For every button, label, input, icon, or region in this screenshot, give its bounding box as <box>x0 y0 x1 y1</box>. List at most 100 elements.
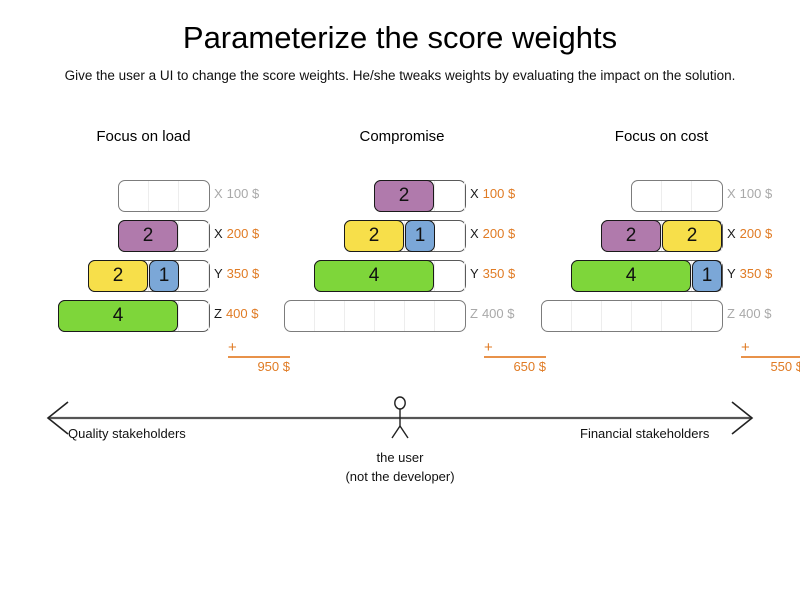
weight-slot[interactable] <box>179 181 209 211</box>
sum-plus-sign: + <box>741 339 750 356</box>
weight-chip[interactable]: 1 <box>692 260 722 292</box>
weight-chip-group[interactable]: 2 <box>118 220 179 252</box>
weight-track[interactable] <box>631 180 723 212</box>
weight-chip[interactable]: 1 <box>405 220 435 252</box>
row-cost: 200 $ <box>226 226 260 241</box>
row-cost: 350 $ <box>482 266 516 281</box>
sum-rule <box>484 356 546 358</box>
row-cost: 400 $ <box>225 306 259 321</box>
weight-chip-group[interactable]: 4 <box>58 300 179 332</box>
weight-chip[interactable]: 2 <box>374 180 434 212</box>
user-caption-line1: the user <box>376 450 424 465</box>
weight-slider[interactable]: 2 <box>374 180 466 212</box>
weight-chip[interactable]: 2 <box>601 220 661 252</box>
sum-plus-sign: + <box>484 339 493 356</box>
weight-chip-group[interactable]: 4 <box>314 260 435 292</box>
weight-slot[interactable] <box>692 301 722 331</box>
weight-slot[interactable] <box>662 181 692 211</box>
weight-slot[interactable] <box>315 301 345 331</box>
weight-slot[interactable] <box>692 181 722 211</box>
weight-slot[interactable] <box>632 301 662 331</box>
weight-track[interactable] <box>118 180 210 212</box>
weight-slot[interactable] <box>435 261 465 291</box>
weight-slider[interactable]: 4 <box>314 260 466 292</box>
row-key: Y <box>470 266 479 281</box>
weight-track[interactable] <box>284 300 466 332</box>
scenario-title: Compromise <box>359 128 445 145</box>
weight-slot[interactable] <box>375 221 405 251</box>
weight-slot[interactable] <box>285 301 315 331</box>
weight-slot[interactable] <box>119 181 149 211</box>
weight-slider[interactable] <box>118 180 210 212</box>
weight-slot[interactable] <box>662 301 692 331</box>
weight-slot[interactable] <box>119 261 149 291</box>
weight-slot[interactable] <box>179 261 209 291</box>
weight-slot[interactable] <box>405 181 435 211</box>
weight-chip[interactable]: 2 <box>118 220 178 252</box>
weight-chip[interactable]: 4 <box>571 260 691 292</box>
weight-slider[interactable] <box>631 180 723 212</box>
weight-chip-group[interactable]: 2 <box>374 180 435 212</box>
weight-slot[interactable] <box>405 301 435 331</box>
row-cost: 350 $ <box>739 266 773 281</box>
weight-slider[interactable]: 4 <box>58 300 210 332</box>
row-cost: 100 $ <box>739 186 773 201</box>
weight-slot[interactable] <box>435 221 465 251</box>
weight-slot[interactable] <box>345 301 375 331</box>
weight-chip[interactable]: 1 <box>149 260 179 292</box>
weight-slot[interactable] <box>435 181 465 211</box>
weight-track[interactable]: 2 <box>118 220 210 252</box>
weight-slot[interactable] <box>179 221 209 251</box>
weight-slot[interactable] <box>375 301 405 331</box>
weight-track[interactable] <box>541 300 723 332</box>
weight-slot[interactable] <box>542 301 572 331</box>
weight-slot[interactable] <box>149 221 179 251</box>
weight-slot[interactable] <box>632 221 662 251</box>
weight-chip[interactable]: 2 <box>662 220 722 252</box>
weight-slot[interactable] <box>149 181 179 211</box>
weight-slot[interactable] <box>602 301 632 331</box>
row-key: Y <box>214 266 223 281</box>
weight-chip[interactable]: 4 <box>58 300 178 332</box>
weight-slot[interactable] <box>179 301 209 331</box>
weight-track[interactable]: 2 <box>374 180 466 212</box>
weight-slider[interactable]: 2 <box>118 220 210 252</box>
weight-slot[interactable] <box>149 301 179 331</box>
weight-slot[interactable] <box>662 261 692 291</box>
weight-track[interactable]: 4 <box>58 300 210 332</box>
weight-slot[interactable] <box>572 301 602 331</box>
weight-chip[interactable]: 2 <box>344 220 404 252</box>
weight-slot[interactable] <box>632 181 662 211</box>
weight-slot[interactable] <box>435 301 465 331</box>
weight-slider[interactable] <box>541 300 723 332</box>
row-cost: 400 $ <box>481 306 515 321</box>
row-key: X <box>214 186 223 201</box>
weight-chip[interactable]: 4 <box>314 260 434 292</box>
row-key: X <box>727 186 736 201</box>
weight-track[interactable]: 4 <box>314 260 466 292</box>
weight-slot[interactable] <box>405 261 435 291</box>
row-key: Z <box>470 306 478 321</box>
weight-chip[interactable]: 2 <box>88 260 148 292</box>
weight-slider[interactable] <box>284 300 466 332</box>
